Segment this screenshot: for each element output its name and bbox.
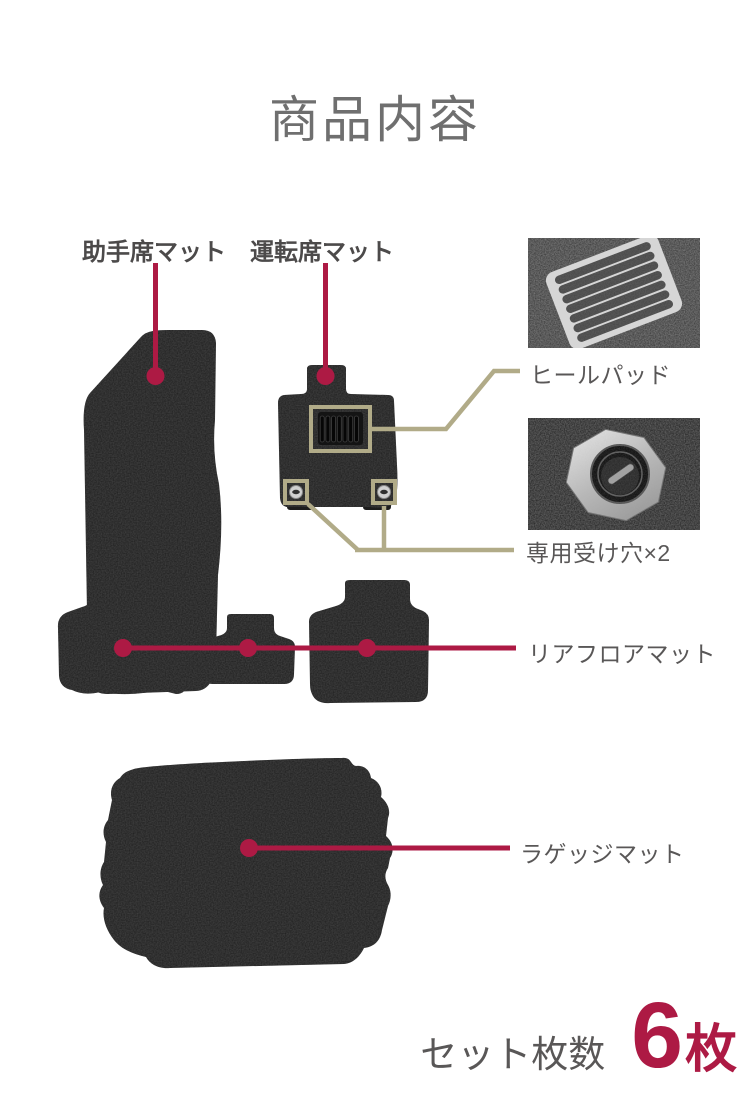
driver-mat-label: 運転席マット bbox=[250, 239, 394, 266]
receiving-holes-label: 専用受け穴×2 bbox=[526, 540, 671, 566]
driver-mat-image bbox=[278, 365, 398, 510]
passenger-mat-label: 助手席マット bbox=[82, 239, 226, 266]
receiving-hole-photo bbox=[528, 418, 700, 530]
set-count-label: セット枚数 bbox=[420, 1034, 606, 1075]
left-hole-frame bbox=[283, 479, 309, 505]
luggage-mat-label: ラゲッジマット bbox=[520, 841, 685, 867]
page-title: 商品内容 bbox=[269, 92, 481, 148]
tan-callout-lines bbox=[306, 368, 520, 553]
heel-pad-on-mat bbox=[318, 412, 363, 445]
mat-eyelets bbox=[289, 485, 391, 499]
heel-pad-photo bbox=[528, 238, 700, 348]
right-hole-frame bbox=[371, 479, 397, 505]
red-callout-lines bbox=[114, 263, 516, 857]
set-count: セット枚数 6 枚 bbox=[420, 989, 737, 1082]
set-count-unit: 枚 bbox=[684, 1021, 737, 1079]
luggage-mat-image bbox=[99, 757, 393, 969]
set-count-value: 6 bbox=[631, 983, 683, 1087]
rear-floor-mat-label: リアフロアマット bbox=[528, 641, 716, 667]
heel-pad-label: ヒールパッド bbox=[530, 362, 671, 388]
